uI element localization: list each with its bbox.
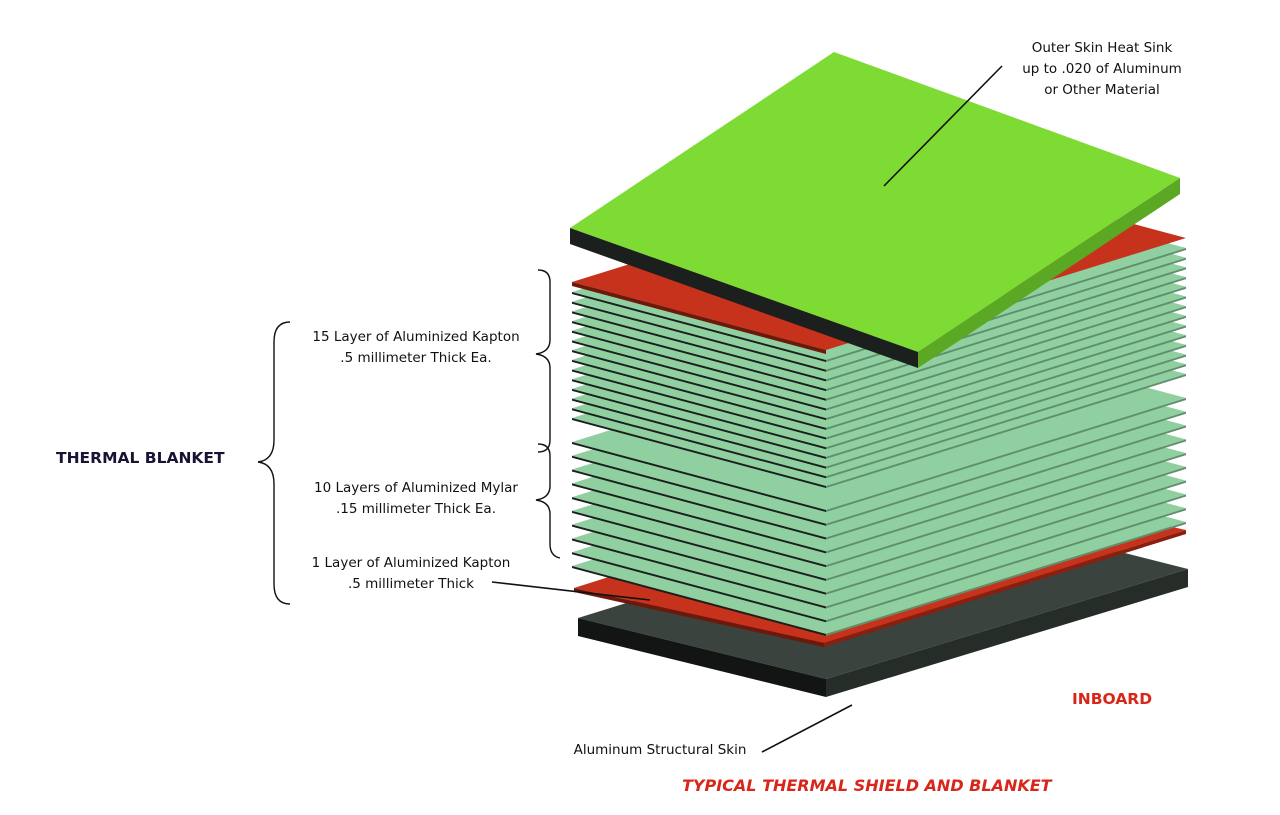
bottom-kapton-edge <box>574 588 824 647</box>
outer-skin-top-face <box>570 52 1180 352</box>
mylar-layer-8-edge <box>572 538 826 609</box>
kapton-layer-11-right-edge <box>826 344 1186 459</box>
mylar-layer-9-edge <box>572 552 826 623</box>
kapton-layer-12-edge <box>572 398 826 469</box>
mylar-layer-3-right-edge <box>826 425 1186 540</box>
structural-skin-leader-line <box>761 704 853 753</box>
inboard-label: INBOARD <box>1072 690 1153 708</box>
outer-skin-label-line2: up to .020 of Aluminum <box>1022 61 1182 77</box>
kapton-layer-5-right-edge <box>826 286 1186 401</box>
kapton-1-label-line2: .5 millimeter Thick <box>347 576 474 592</box>
outer-skin-right-edge <box>918 178 1180 368</box>
kapton-1-label: 1 Layer of Aluminized Kapton .5 millimet… <box>296 553 526 595</box>
kapton-layer-2-edge <box>572 301 826 372</box>
diagram-caption: TYPICAL THERMAL SHIELD AND BLANKET <box>682 776 1052 795</box>
mylar-layer-6-right-edge <box>826 466 1186 581</box>
mylar-layer-5-edge <box>572 497 826 568</box>
outer-skin-label: Outer Skin Heat Sink up to .020 of Alumi… <box>1002 38 1202 101</box>
kapton-layer-4-edge <box>572 321 826 392</box>
mylar-10-label-line1: 10 Layers of Aluminized Mylar <box>314 480 518 496</box>
kapton-layer-10-right-edge <box>826 335 1186 450</box>
kapton-15-label-line1: 15 Layer of Aluminized Kapton <box>312 329 520 345</box>
mylar-layer-10-edge <box>572 566 826 636</box>
mylar-layer-5-right-edge <box>826 453 1186 568</box>
mylar-layer-6-edge <box>572 510 826 581</box>
thermal-blanket-label: THERMAL BLANKET <box>56 449 225 467</box>
mylar-layer-4-edge <box>572 483 826 554</box>
mylar-layer-2-edge <box>572 455 826 526</box>
mylar-10-label: 10 Layers of Aluminized Mylar .15 millim… <box>296 478 536 520</box>
kapton-15-label-line2: .5 millimeter Thick Ea. <box>340 350 492 366</box>
kapton-layer-3-edge <box>572 311 826 382</box>
mylar-layer-10-right-edge <box>826 522 1186 636</box>
mylar-layer-9-right-edge <box>826 508 1186 623</box>
mylar-layer-8-right-edge <box>826 494 1186 609</box>
kapton-layer-10-edge <box>572 379 826 450</box>
kapton-layer-7-right-edge <box>826 306 1186 421</box>
top-kapton-edge <box>572 282 826 354</box>
outer-skin-heat-sink-plate <box>570 52 1180 368</box>
mylar-layer-1-right-edge <box>826 398 1186 512</box>
mylar-layer-1-edge <box>572 442 826 512</box>
mylar-layer-7-edge <box>572 524 826 595</box>
structural-skin-right-edge <box>826 569 1188 697</box>
kapton-layer-8-edge <box>572 359 826 430</box>
kapton-single-leader-line <box>491 581 651 601</box>
kapton-layer-14-right-edge <box>826 374 1186 488</box>
kapton-stack-brace <box>535 269 551 453</box>
mylar-stack-brace <box>535 443 561 559</box>
outer-skin-leader-line <box>883 65 1003 187</box>
bottom-kapton-right-edge <box>824 530 1186 647</box>
kapton-layer-7-edge <box>572 350 826 421</box>
mylar-layer-4-right-edge <box>826 439 1186 554</box>
mylar-layer-3-edge <box>572 469 826 540</box>
kapton-layer-6-edge <box>572 340 826 411</box>
outer-skin-label-line1: Outer Skin Heat Sink <box>1031 40 1173 56</box>
mylar-layer-2-right-edge <box>826 411 1186 526</box>
mylar-layer-7-right-edge <box>826 480 1186 595</box>
thermal-blanket-brace <box>257 321 291 605</box>
kapton-layer-5-edge <box>572 330 826 401</box>
kapton-layer-9-right-edge <box>826 325 1186 440</box>
structural-skin-label: Aluminum Structural Skin <box>573 742 747 758</box>
kapton-layer-6-right-edge <box>826 296 1186 411</box>
mylar-10-label-line2: .15 millimeter Thick Ea. <box>336 501 496 517</box>
kapton-layer-13-right-edge <box>826 364 1186 479</box>
kapton-1-label-line1: 1 Layer of Aluminized Kapton <box>311 555 511 571</box>
kapton-layer-9-edge <box>572 369 826 440</box>
kapton-layer-11-edge <box>572 388 826 459</box>
outer-skin-front-edge <box>570 228 918 368</box>
outer-skin-label-line3: or Other Material <box>1044 82 1160 98</box>
kapton-layer-8-right-edge <box>826 315 1186 430</box>
kapton-layer-13-edge <box>572 408 826 479</box>
kapton-layer-1-edge <box>572 292 826 362</box>
kapton-layer-14-edge <box>572 418 826 488</box>
kapton-layer-12-right-edge <box>826 354 1186 469</box>
kapton-15-label: 15 Layer of Aluminized Kapton .5 millime… <box>296 327 536 369</box>
structural-skin-front-edge <box>578 618 826 697</box>
